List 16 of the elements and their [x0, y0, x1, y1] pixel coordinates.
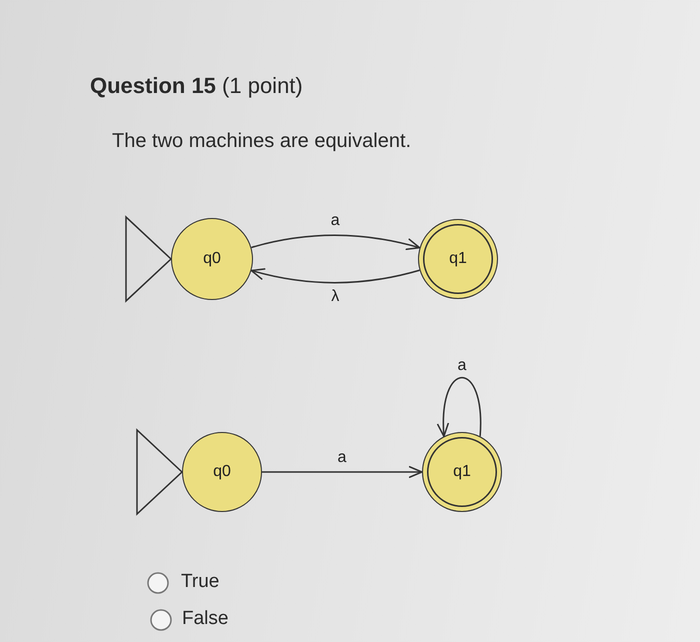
- transition-label: a: [338, 449, 346, 467]
- question-title: Question 15 (1 point): [90, 73, 303, 100]
- transition-arrow: [437, 376, 482, 438]
- state-label: q0: [203, 250, 221, 268]
- transition-arrow: [251, 234, 420, 250]
- transition-label: a: [330, 212, 340, 230]
- option-label: False: [182, 608, 228, 631]
- question-text: The two machines are equivalent.: [112, 129, 412, 153]
- state-label: q1: [449, 250, 467, 268]
- transition-label: λ: [331, 288, 340, 306]
- state-label: q0: [213, 463, 231, 481]
- state-label: q1: [453, 463, 471, 481]
- option-label: True: [181, 571, 220, 594]
- transition-arrow: [262, 466, 423, 478]
- transition-label: a: [458, 356, 466, 374]
- transition-arrow: [250, 268, 420, 284]
